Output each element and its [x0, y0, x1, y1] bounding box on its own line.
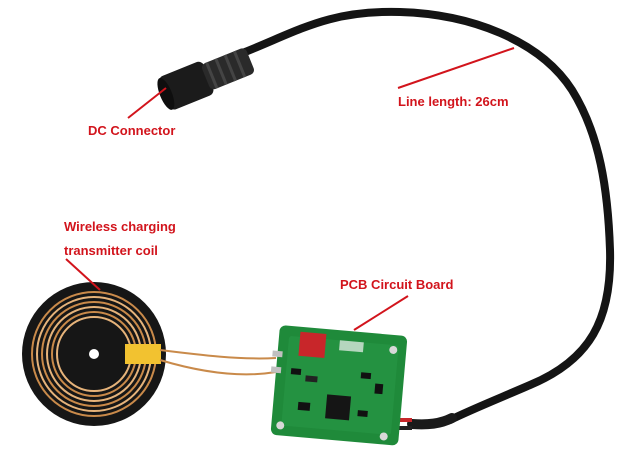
coil-label-line1: Wireless charging: [64, 219, 176, 234]
cable: [241, 7, 615, 424]
coil-label-line2: transmitter coil: [64, 243, 158, 258]
pointer-line: [397, 47, 515, 89]
pointer-dc: [127, 87, 167, 119]
cable-end: [407, 413, 457, 430]
pcb-label: PCB Circuit Board: [340, 277, 454, 292]
dc-connector-label: DC Connector: [88, 123, 176, 138]
line-length-label: Line length: 26cm: [398, 94, 509, 109]
transmitter-coil: [22, 282, 277, 426]
dc-connector: [157, 48, 254, 110]
pointer-coil: [65, 258, 101, 291]
pointer-pcb: [353, 295, 409, 331]
pcb-board: [270, 325, 408, 446]
